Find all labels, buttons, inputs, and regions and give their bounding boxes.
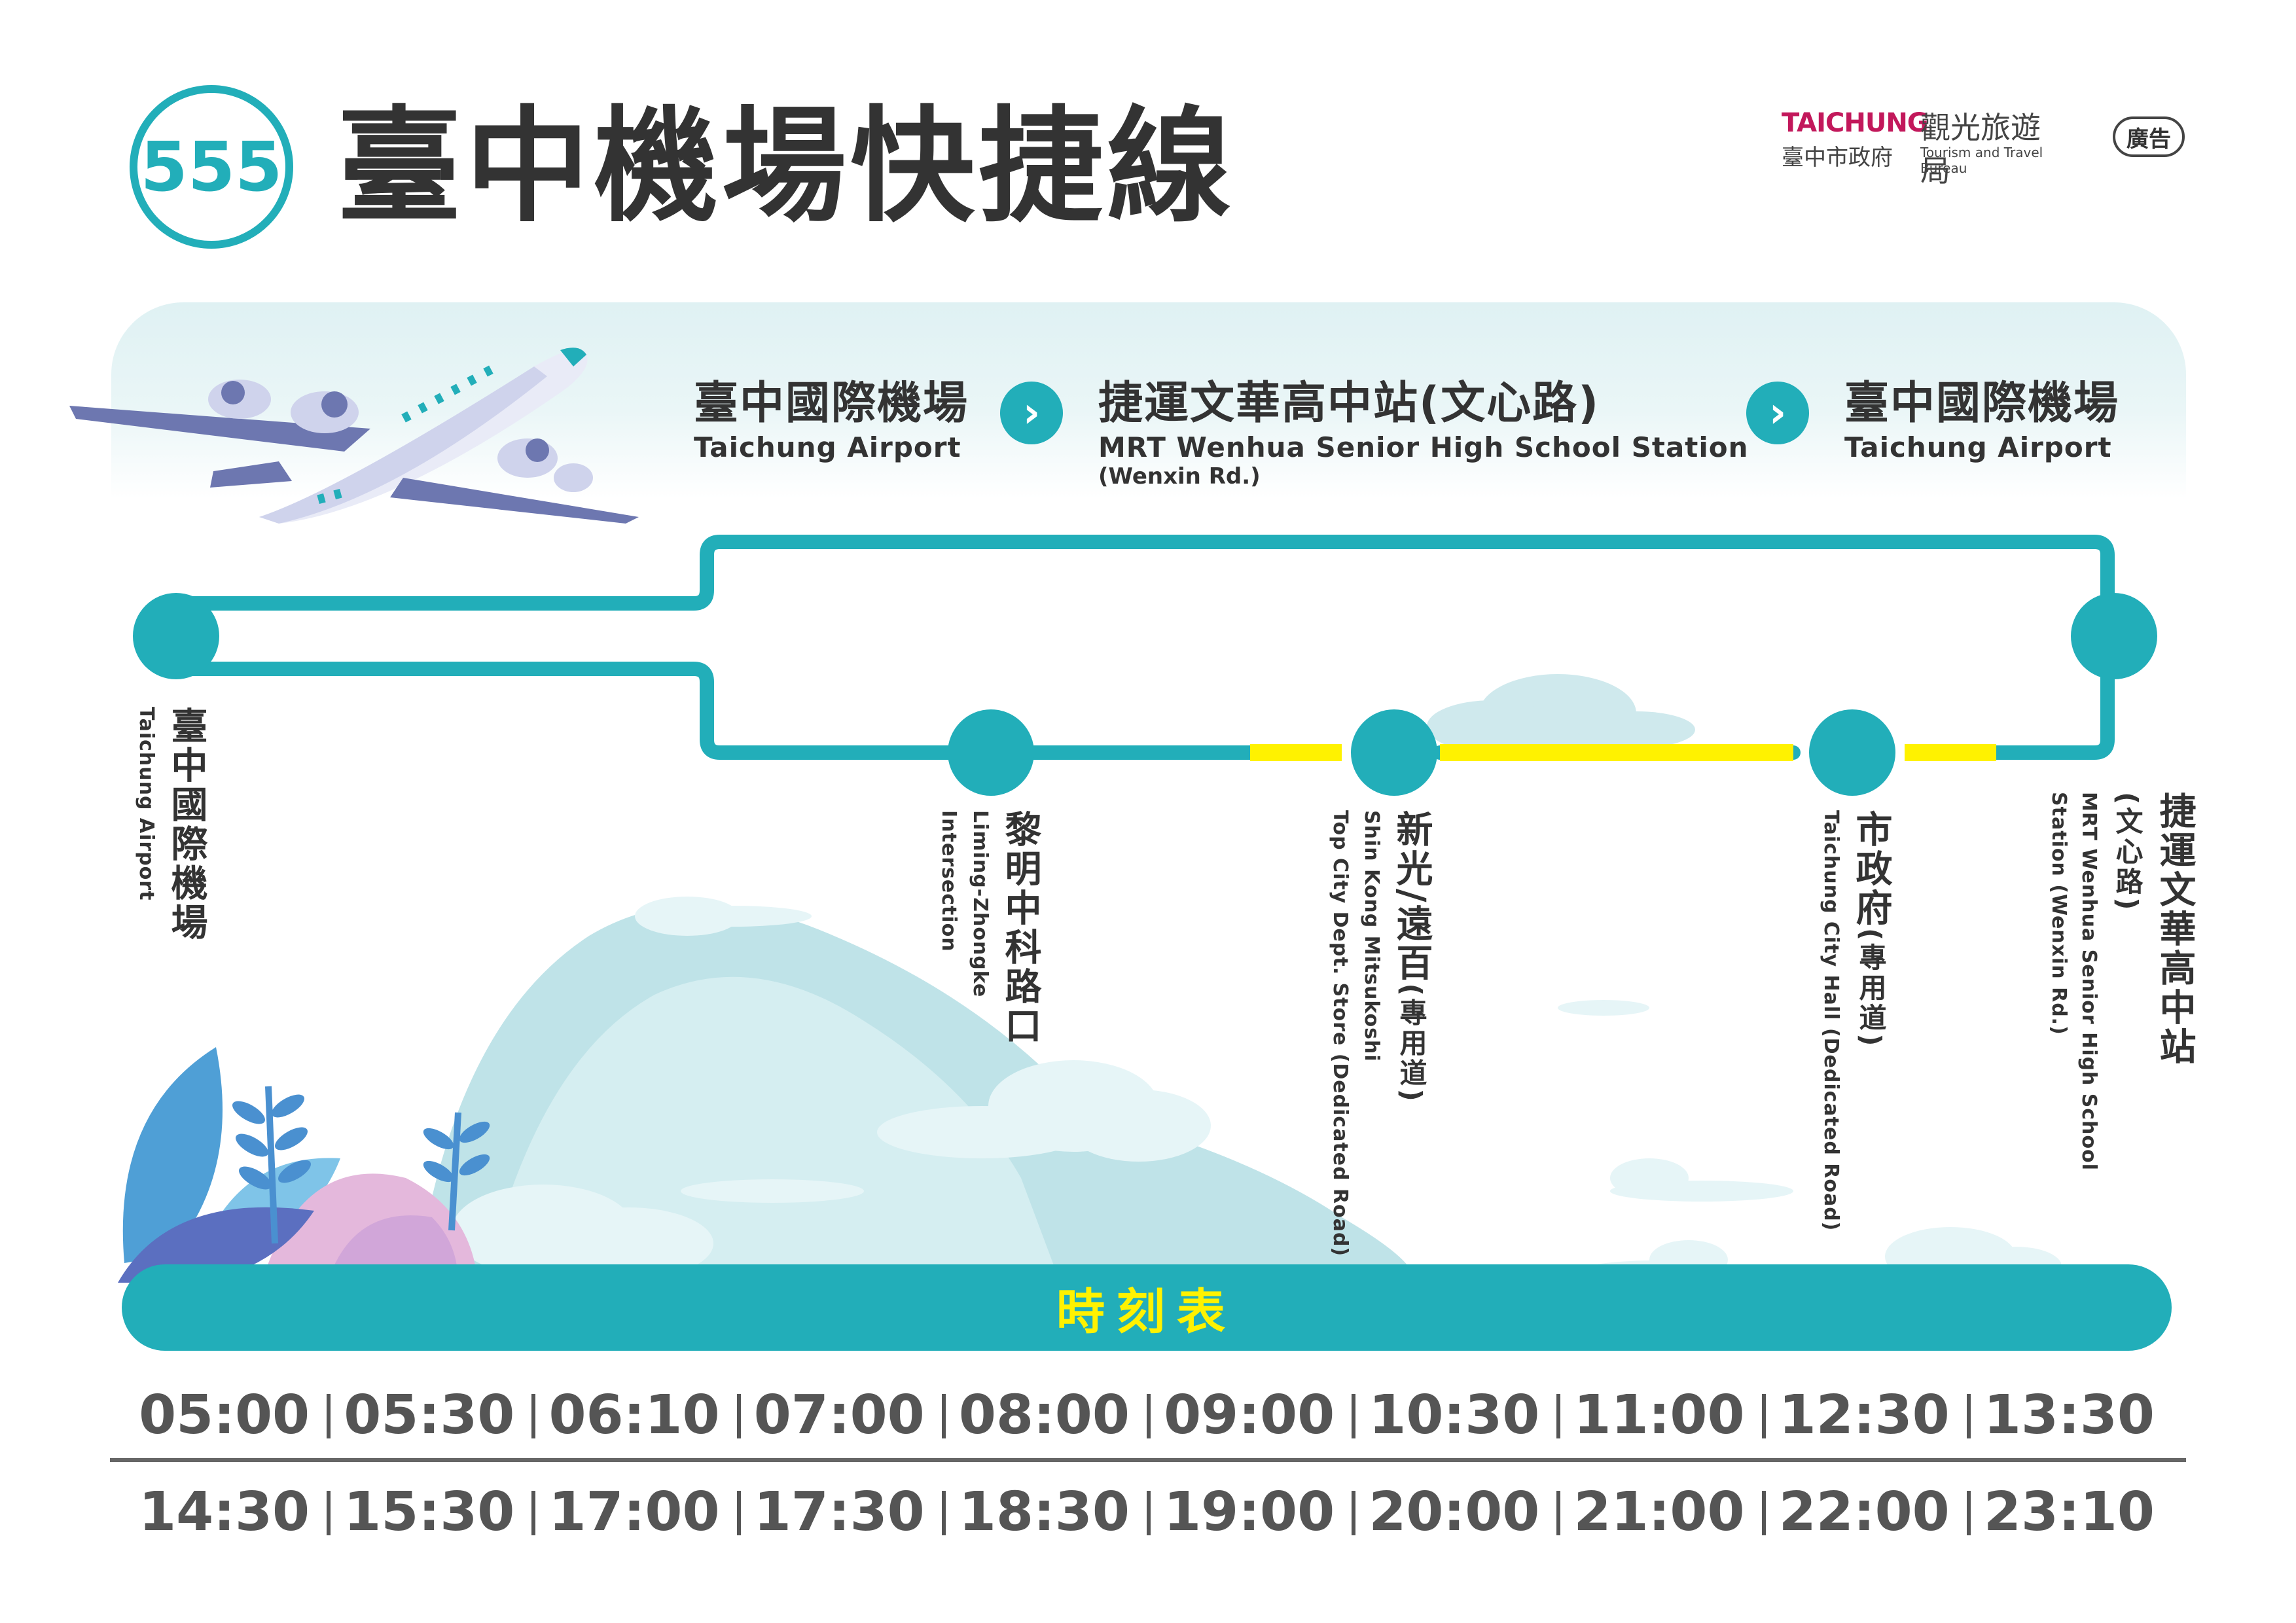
departure-time: 13:30 (1966, 1380, 2172, 1452)
departure-time: 11:00 (1556, 1380, 1761, 1452)
timetable-title: 時刻表 (1056, 1283, 1237, 1340)
stop-dot-shinkong (1351, 709, 1437, 796)
departure-time: 17:30 (736, 1476, 942, 1548)
timetable-row-2: 14:30 15:30 17:00 17:30 18:30 19:00 20:0… (122, 1476, 2172, 1548)
direction-stop-return: 臺中國際機場 Taichung Airport (1844, 378, 2120, 463)
departure-time: 20:00 (1352, 1476, 1556, 1548)
airplane-illustration (69, 348, 639, 524)
departure-time: 15:30 (327, 1476, 531, 1548)
chevron-right-icon: › (1000, 382, 1063, 444)
bureau-logo: TAICHUNG 觀光旅遊局 臺中市政府 Tourism and Travel … (1782, 108, 2070, 188)
logo-gov: 臺中市政府 (1782, 145, 1893, 171)
stop-label-airport: 臺中國際機場 Taichung Airport (135, 707, 207, 942)
departure-time: 18:30 (941, 1476, 1147, 1548)
stop-dot-liming (948, 709, 1034, 796)
departure-time: 23:10 (1966, 1476, 2172, 1548)
departure-time: 07:00 (736, 1380, 942, 1452)
stop-label-liming: 黎明中科路口 Liming-Zhongke Intersection (937, 810, 1041, 1046)
direction-stop-terminal: 捷運文華高中站(文心路) MRT Wenhua Senior High Scho… (1098, 378, 1749, 490)
stop-label-shinkong: 新光/遠百(專用道) Shin Kong Mitsukoshi Top City… (1329, 810, 1433, 1257)
departure-time: 17:00 (531, 1476, 736, 1548)
departure-time: 05:00 (139, 1384, 310, 1446)
stop-dot-city-hall (1809, 709, 1895, 796)
route-map (170, 535, 2115, 761)
direction-banner (111, 302, 2186, 499)
departure-time: 10:30 (1352, 1380, 1556, 1452)
logo-bureau-en: Tourism and Travel Bureau (1920, 145, 2043, 176)
stop-label-city-hall: 市政府(專用道) Taichung City Hall (Dedicated R… (1820, 810, 1892, 1232)
timetable-divider (110, 1458, 2186, 1462)
timetable-header: 時刻表 (122, 1264, 2172, 1351)
departure-time: 08:00 (941, 1380, 1147, 1452)
timetable-row-1: 05:00 05:30 06:10 07:00 08:00 09:00 10:3… (122, 1380, 2172, 1452)
departure-time: 19:00 (1147, 1476, 1352, 1548)
stop-dot-airport (133, 593, 219, 679)
route-outbound-line (170, 535, 2115, 760)
departure-time: 06:10 (531, 1380, 736, 1452)
stop-label-wenhua: 捷運文華高中站 (文心路) MRT Wenhua Senior High Sch… (2047, 792, 2196, 1171)
departure-time: 09:00 (1147, 1380, 1352, 1452)
chevron-right-icon: › (1746, 382, 1809, 444)
departure-time: 14:30 (139, 1481, 310, 1543)
logo-brand: TAICHUNG (1782, 108, 1929, 138)
ad-badge: 廣告 (2113, 116, 2185, 157)
route-return-line (170, 662, 1257, 760)
departure-time: 21:00 (1556, 1476, 1761, 1548)
departure-time: 22:00 (1761, 1476, 1967, 1548)
departure-time: 12:30 (1761, 1380, 1967, 1452)
stop-dot-wenhua (2071, 593, 2157, 679)
logo-bureau-zh: 觀光旅遊局 (1920, 110, 2041, 188)
direction-stop-origin: 臺中國際機場 Taichung Airport (694, 378, 969, 463)
page-title: 臺中機場快捷線 (337, 94, 1236, 239)
departure-time: 05:30 (327, 1380, 531, 1452)
